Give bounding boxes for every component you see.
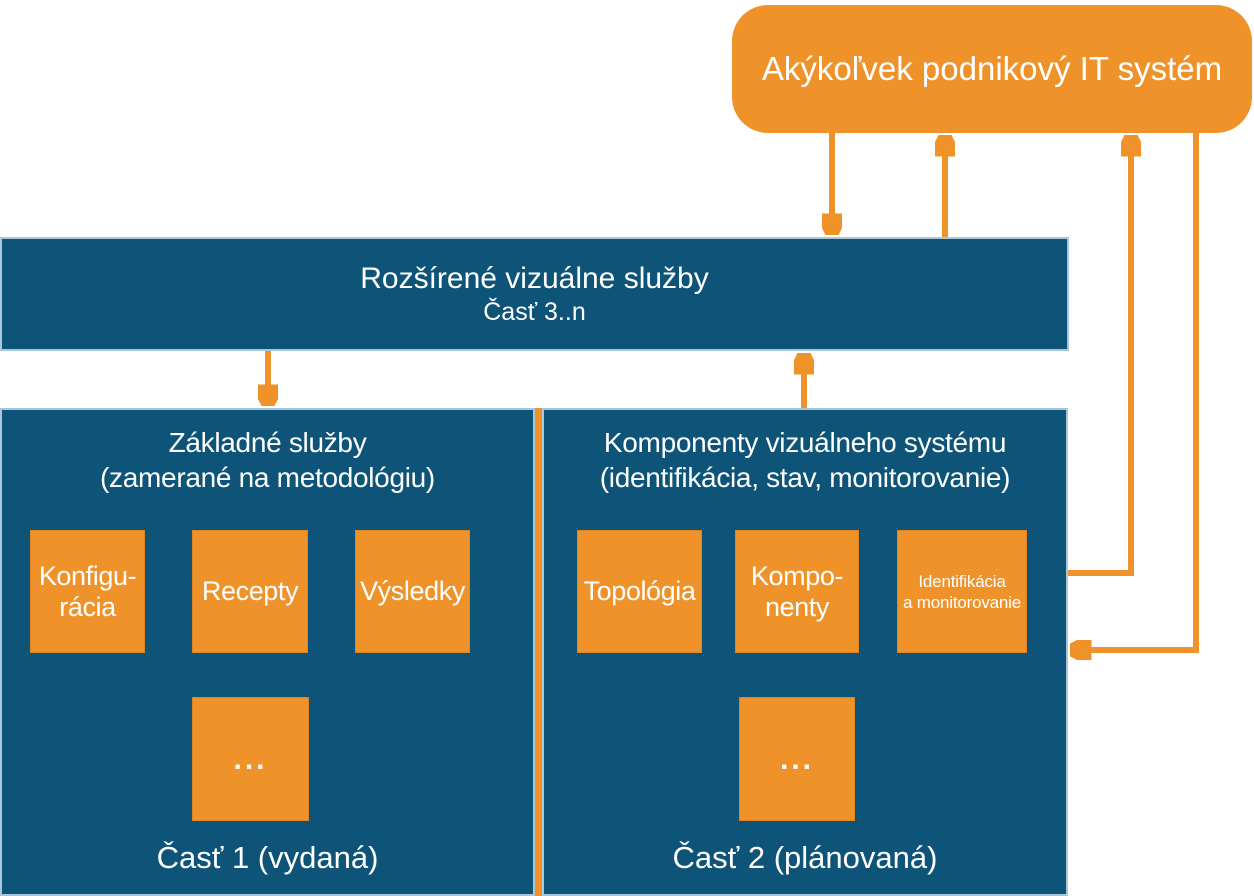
box-recepty: Recepty <box>192 530 308 653</box>
part-2-label: Časť 2 (plánovaná) <box>672 840 938 875</box>
basic-services-panel: Základné služby (zamerané na metodológiu… <box>0 408 535 896</box>
components-title-line2: (identifikácia, stav, monitorovanie) <box>599 462 1011 493</box>
components-title-line1: Komponenty vizuálneho systému <box>603 427 1007 458</box>
box-basic-more: ... <box>192 697 309 821</box>
part-1-label: Časť 1 (vydaná) <box>156 840 379 875</box>
arrow-itsystem-to-components <box>1089 133 1199 650</box>
extended-services-title: Rozšírené vizuálne služby <box>360 262 709 295</box>
panel-divider <box>535 408 542 896</box>
basic-services-title-line1: Základné služby <box>168 427 367 458</box>
extended-services-bar: Rozšírené vizuálne služby Časť 3..n <box>0 237 1069 351</box>
box-konfiguracia-label: Konfigu- rácia <box>38 560 137 622</box>
it-system-label: Akýkoľvek podnikový IT systém <box>761 50 1223 87</box>
box-topologia-label: Topológia <box>583 576 696 606</box>
components-title: Komponenty vizuálneho systému (identifik… <box>544 425 1066 495</box>
box-identifikacia-monitorovanie: Identifikácia a monitorovanie <box>897 530 1027 653</box>
box-identifikacia-monitorovanie-label: Identifikácia a monitorovanie <box>903 571 1021 612</box>
box-components-more: ... <box>739 697 855 821</box>
box-recepty-label: Recepty <box>201 576 299 606</box>
basic-services-title-line2: (zamerané na metodológiu) <box>100 462 435 493</box>
box-komponenty-label: Kompo- nenty <box>750 560 844 622</box>
components-panel: Komponenty vizuálneho systému (identifik… <box>542 408 1068 896</box>
it-system-box: Akýkoľvek podnikový IT systém <box>732 5 1252 133</box>
box-components-more-label: ... <box>779 742 814 776</box>
box-topologia: Topológia <box>577 530 702 653</box>
box-vysledky-label: Výsledky <box>360 576 465 606</box>
box-basic-more-label: ... <box>233 742 268 776</box>
box-komponenty: Kompo- nenty <box>735 530 859 653</box>
extended-services-subtitle: Časť 3..n <box>483 298 586 326</box>
box-vysledky: Výsledky <box>355 530 470 653</box>
box-konfiguracia: Konfigu- rácia <box>30 530 145 653</box>
basic-services-title: Základné služby (zamerané na metodológiu… <box>2 425 533 495</box>
arrow-components-to-itsystem <box>1068 154 1131 576</box>
